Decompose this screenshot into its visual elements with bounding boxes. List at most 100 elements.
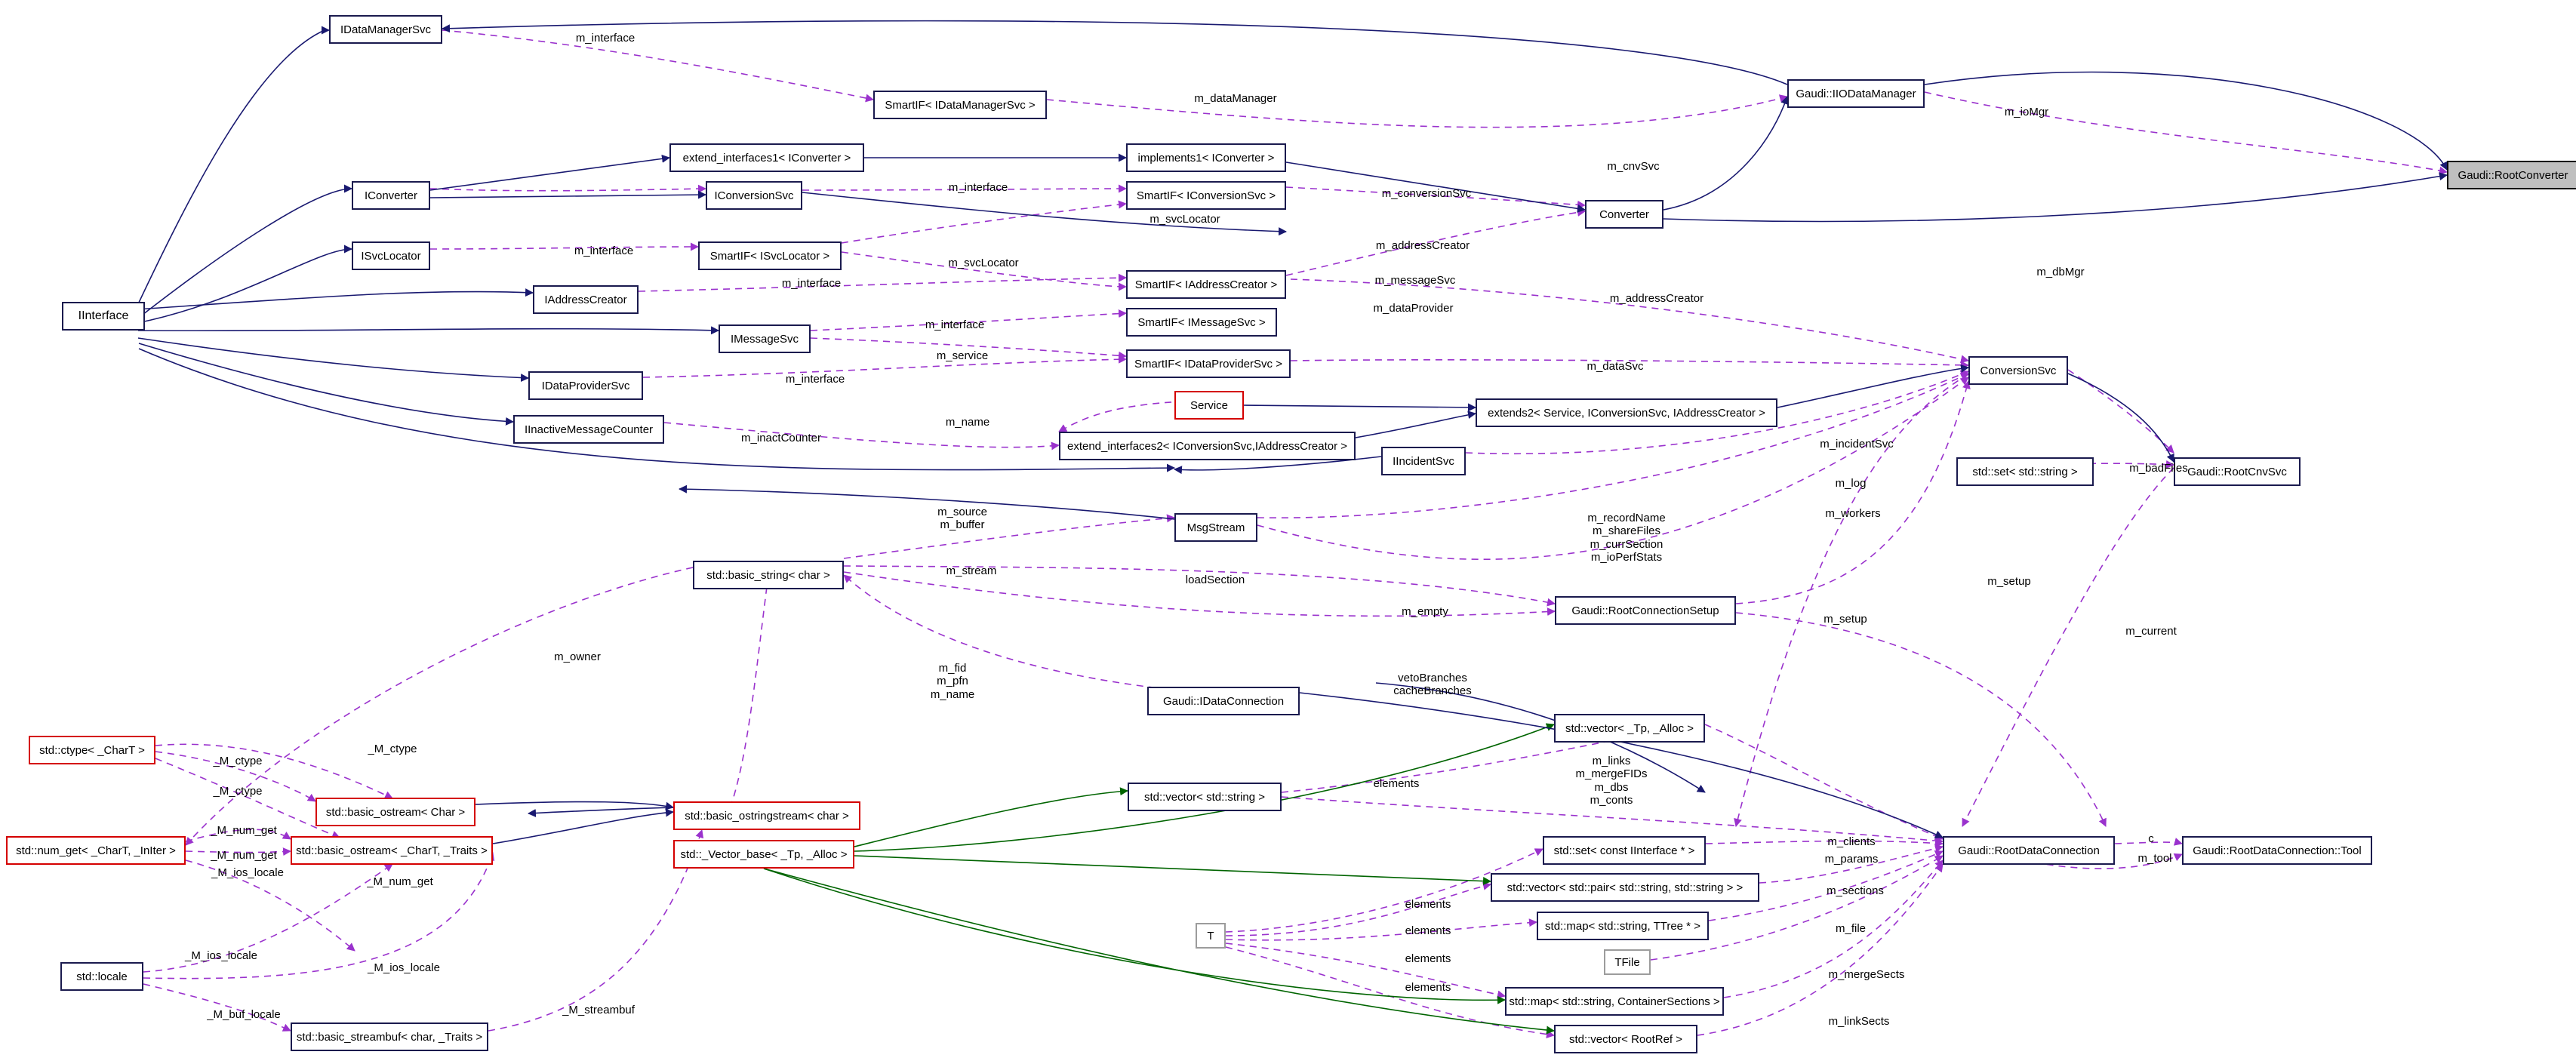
class-node-gaudi-rootdataconnection-tool[interactable]: Gaudi::RootDataConnection::Tool bbox=[2182, 836, 2372, 865]
usage-edge bbox=[1225, 881, 1491, 936]
class-node-extend-interfaces1[interactable]: extend_interfaces1< IConverter > bbox=[669, 143, 864, 172]
class-node-gaudi-iiodatamanager[interactable]: Gaudi::IIODataManager bbox=[1787, 79, 1925, 108]
class-node-std-set-const-iinterface[interactable]: std::set< const IInterface * > bbox=[1543, 836, 1706, 865]
class-node-label: SmartIF< IMessageSvc > bbox=[1137, 315, 1266, 329]
inheritance-edge bbox=[1299, 692, 1944, 838]
class-node-iaddresscreator[interactable]: IAddressCreator bbox=[533, 285, 639, 314]
class-node-std-set-std-string[interactable]: std::set< std::string > bbox=[1956, 457, 2094, 486]
class-node-label: IDataManagerSvc bbox=[340, 23, 432, 36]
class-node-gaudi-rootconverter[interactable]: Gaudi::RootConverter bbox=[2447, 161, 2576, 189]
inheritance-edge bbox=[1924, 71, 2448, 171]
class-node-std-vector-std-string[interactable]: std::vector< std::string > bbox=[1128, 783, 1282, 811]
class-node-t[interactable]: T bbox=[1196, 923, 1226, 949]
edge-label: _M_ctype bbox=[213, 785, 263, 798]
class-node-smartif-iconversionsvc[interactable]: SmartIF< IConversionSvc > bbox=[1126, 181, 1286, 210]
class-node-std-vector-tp-alloc[interactable]: std::vector< _Tp, _Alloc > bbox=[1554, 714, 1705, 743]
class-node-implements1[interactable]: implements1< IConverter > bbox=[1126, 143, 1286, 172]
class-node-label: IAddressCreator bbox=[544, 293, 627, 306]
class-node-label: TFile bbox=[1614, 955, 1640, 969]
class-node-std-basic-ostream-char[interactable]: std::basic_ostream< Char > bbox=[315, 798, 475, 826]
inheritance-edge bbox=[1285, 161, 1586, 213]
class-node-label: SmartIF< IDataManagerSvc > bbox=[885, 98, 1036, 112]
usage-edge bbox=[1723, 860, 1944, 998]
edge-label: m_svcLocator bbox=[948, 257, 1019, 269]
edge-label: m_current bbox=[2125, 625, 2177, 638]
class-node-label: std::basic_ostream< Char > bbox=[325, 805, 466, 819]
usage-edge bbox=[155, 743, 393, 799]
class-node-smartif-idatamanagersvc[interactable]: SmartIF< IDataManagerSvc > bbox=[873, 91, 1047, 119]
class-node-label: std::set< const IInterface * > bbox=[1553, 844, 1695, 857]
class-node-std-basic-string-char[interactable]: std::basic_string< char > bbox=[693, 561, 844, 589]
edge-label: m_interface bbox=[925, 318, 985, 331]
edge-label: m_addressCreator bbox=[1609, 292, 1704, 305]
class-node-iinterface[interactable]: IInterface bbox=[62, 302, 145, 331]
class-node-label: extend_interfaces1< IConverter > bbox=[682, 151, 851, 165]
class-node-iinactivemessagecounter[interactable]: IInactiveMessageCounter bbox=[513, 415, 664, 444]
class-node-idatamanagersvc[interactable]: IDataManagerSvc bbox=[329, 15, 442, 44]
class-node-std-vector-base[interactable]: std::_Vector_base< _Tp, _Alloc > bbox=[673, 840, 854, 869]
class-node-gaudi-rootdataconnection[interactable]: Gaudi::RootDataConnection bbox=[1943, 836, 2115, 865]
class-node-tfile[interactable]: TFile bbox=[1604, 949, 1651, 975]
class-node-extend-interfaces2[interactable]: extend_interfaces2< IConversionSvc,IAddr… bbox=[1059, 432, 1356, 460]
edge-label: m_addressCreator bbox=[1375, 239, 1470, 252]
usage-edge bbox=[638, 273, 1127, 292]
inheritance-edge bbox=[679, 484, 1175, 520]
usage-edge bbox=[1225, 943, 1506, 999]
usage-edge bbox=[1285, 186, 1586, 209]
class-node-iconversionsvc[interactable]: IConversionSvc bbox=[706, 181, 802, 210]
class-node-std-locale[interactable]: std::locale bbox=[60, 962, 143, 991]
usage-edge bbox=[1290, 278, 1969, 364]
class-node-service[interactable]: Service bbox=[1174, 391, 1244, 420]
usage-edge bbox=[1734, 374, 1969, 827]
edge-label: m_dataProvider bbox=[1373, 302, 1454, 315]
edge-label: m_interface bbox=[948, 181, 1008, 194]
class-node-extends2[interactable]: extends2< Service, IConversionSvc, IAddr… bbox=[1476, 398, 1777, 427]
usage-edge bbox=[1225, 946, 1555, 1039]
class-node-iconverter[interactable]: IConverter bbox=[352, 181, 430, 210]
class-node-std-num-get[interactable]: std::num_get< _CharT, _InIter > bbox=[6, 836, 186, 865]
class-node-std-basic-ostringstream[interactable]: std::basic_ostringstream< char > bbox=[673, 801, 860, 830]
class-node-smartif-idataprovidersvc[interactable]: SmartIF< IDataProviderSvc > bbox=[1126, 349, 1291, 378]
class-node-std-basic-streambuf[interactable]: std::basic_streambuf< char, _Traits > bbox=[291, 1022, 488, 1051]
usage-edge bbox=[663, 422, 1060, 451]
class-node-smartif-isvclocator[interactable]: SmartIF< ISvcLocator > bbox=[698, 241, 842, 270]
usage-edges bbox=[143, 29, 2448, 1039]
class-node-gaudi-rootconnectionsetup[interactable]: Gaudi::RootConnectionSetup bbox=[1555, 596, 1736, 625]
usage-edge bbox=[185, 847, 291, 856]
class-node-idataprovidersvc[interactable]: IDataProviderSvc bbox=[528, 371, 643, 400]
usage-edge bbox=[843, 565, 1556, 607]
class-node-iincidentsvc[interactable]: IIncidentSvc bbox=[1381, 447, 1466, 475]
class-node-std-map-containersections[interactable]: std::map< std::string, ContainerSections… bbox=[1505, 987, 1724, 1016]
usage-edge bbox=[155, 751, 316, 802]
class-node-smartif-iaddresscreator[interactable]: SmartIF< IAddressCreator > bbox=[1126, 270, 1286, 299]
class-node-label: SmartIF< IDataProviderSvc > bbox=[1134, 357, 1282, 371]
class-node-msgstream[interactable]: MsgStream bbox=[1174, 513, 1257, 542]
edge-label: vetoBranches cacheBranches bbox=[1393, 672, 1472, 698]
inheritance-edge bbox=[475, 801, 674, 810]
class-node-converter[interactable]: Converter bbox=[1585, 200, 1663, 229]
class-node-std-vector-pair[interactable]: std::vector< std::pair< std::string, std… bbox=[1491, 873, 1759, 902]
edge-label: m_log bbox=[1835, 477, 1867, 490]
class-node-isvclocator[interactable]: ISvcLocator bbox=[352, 241, 430, 270]
class-node-label: implements1< IConverter > bbox=[1137, 151, 1275, 165]
template-edge bbox=[763, 868, 1555, 1035]
class-node-conversionsvc[interactable]: ConversionSvc bbox=[1968, 356, 2068, 385]
usage-edge bbox=[841, 251, 1127, 291]
class-node-smartif-imessagesvc[interactable]: SmartIF< IMessageSvc > bbox=[1126, 308, 1277, 337]
edge-label: _M_num_get bbox=[211, 824, 277, 837]
usage-edge bbox=[2114, 838, 2183, 846]
class-node-std-basic-ostream-traits[interactable]: std::basic_ostream< _CharT, _Traits > bbox=[291, 836, 493, 865]
usage-edge bbox=[1962, 467, 2174, 827]
class-node-imessagesvc[interactable]: IMessageSvc bbox=[719, 324, 811, 353]
class-node-std-map-ttree[interactable]: std::map< std::string, TTree * > bbox=[1537, 912, 1709, 940]
class-node-std-ctype-chart[interactable]: std::ctype< _CharT > bbox=[29, 736, 155, 764]
usage-edge bbox=[1759, 844, 1944, 884]
edge-label: m_empty bbox=[1402, 605, 1448, 618]
class-node-gaudi-idataconnection[interactable]: Gaudi::IDataConnection bbox=[1147, 687, 1300, 715]
usage-edge bbox=[843, 571, 1556, 617]
class-node-gaudi-rootcnvsvc[interactable]: Gaudi::RootCnvSvc bbox=[2174, 457, 2301, 486]
class-node-label: std::basic_ostringstream< char > bbox=[685, 809, 849, 823]
inheritance-edge bbox=[429, 154, 670, 191]
class-node-std-vector-rootref[interactable]: std::vector< RootRef > bbox=[1554, 1025, 1697, 1053]
